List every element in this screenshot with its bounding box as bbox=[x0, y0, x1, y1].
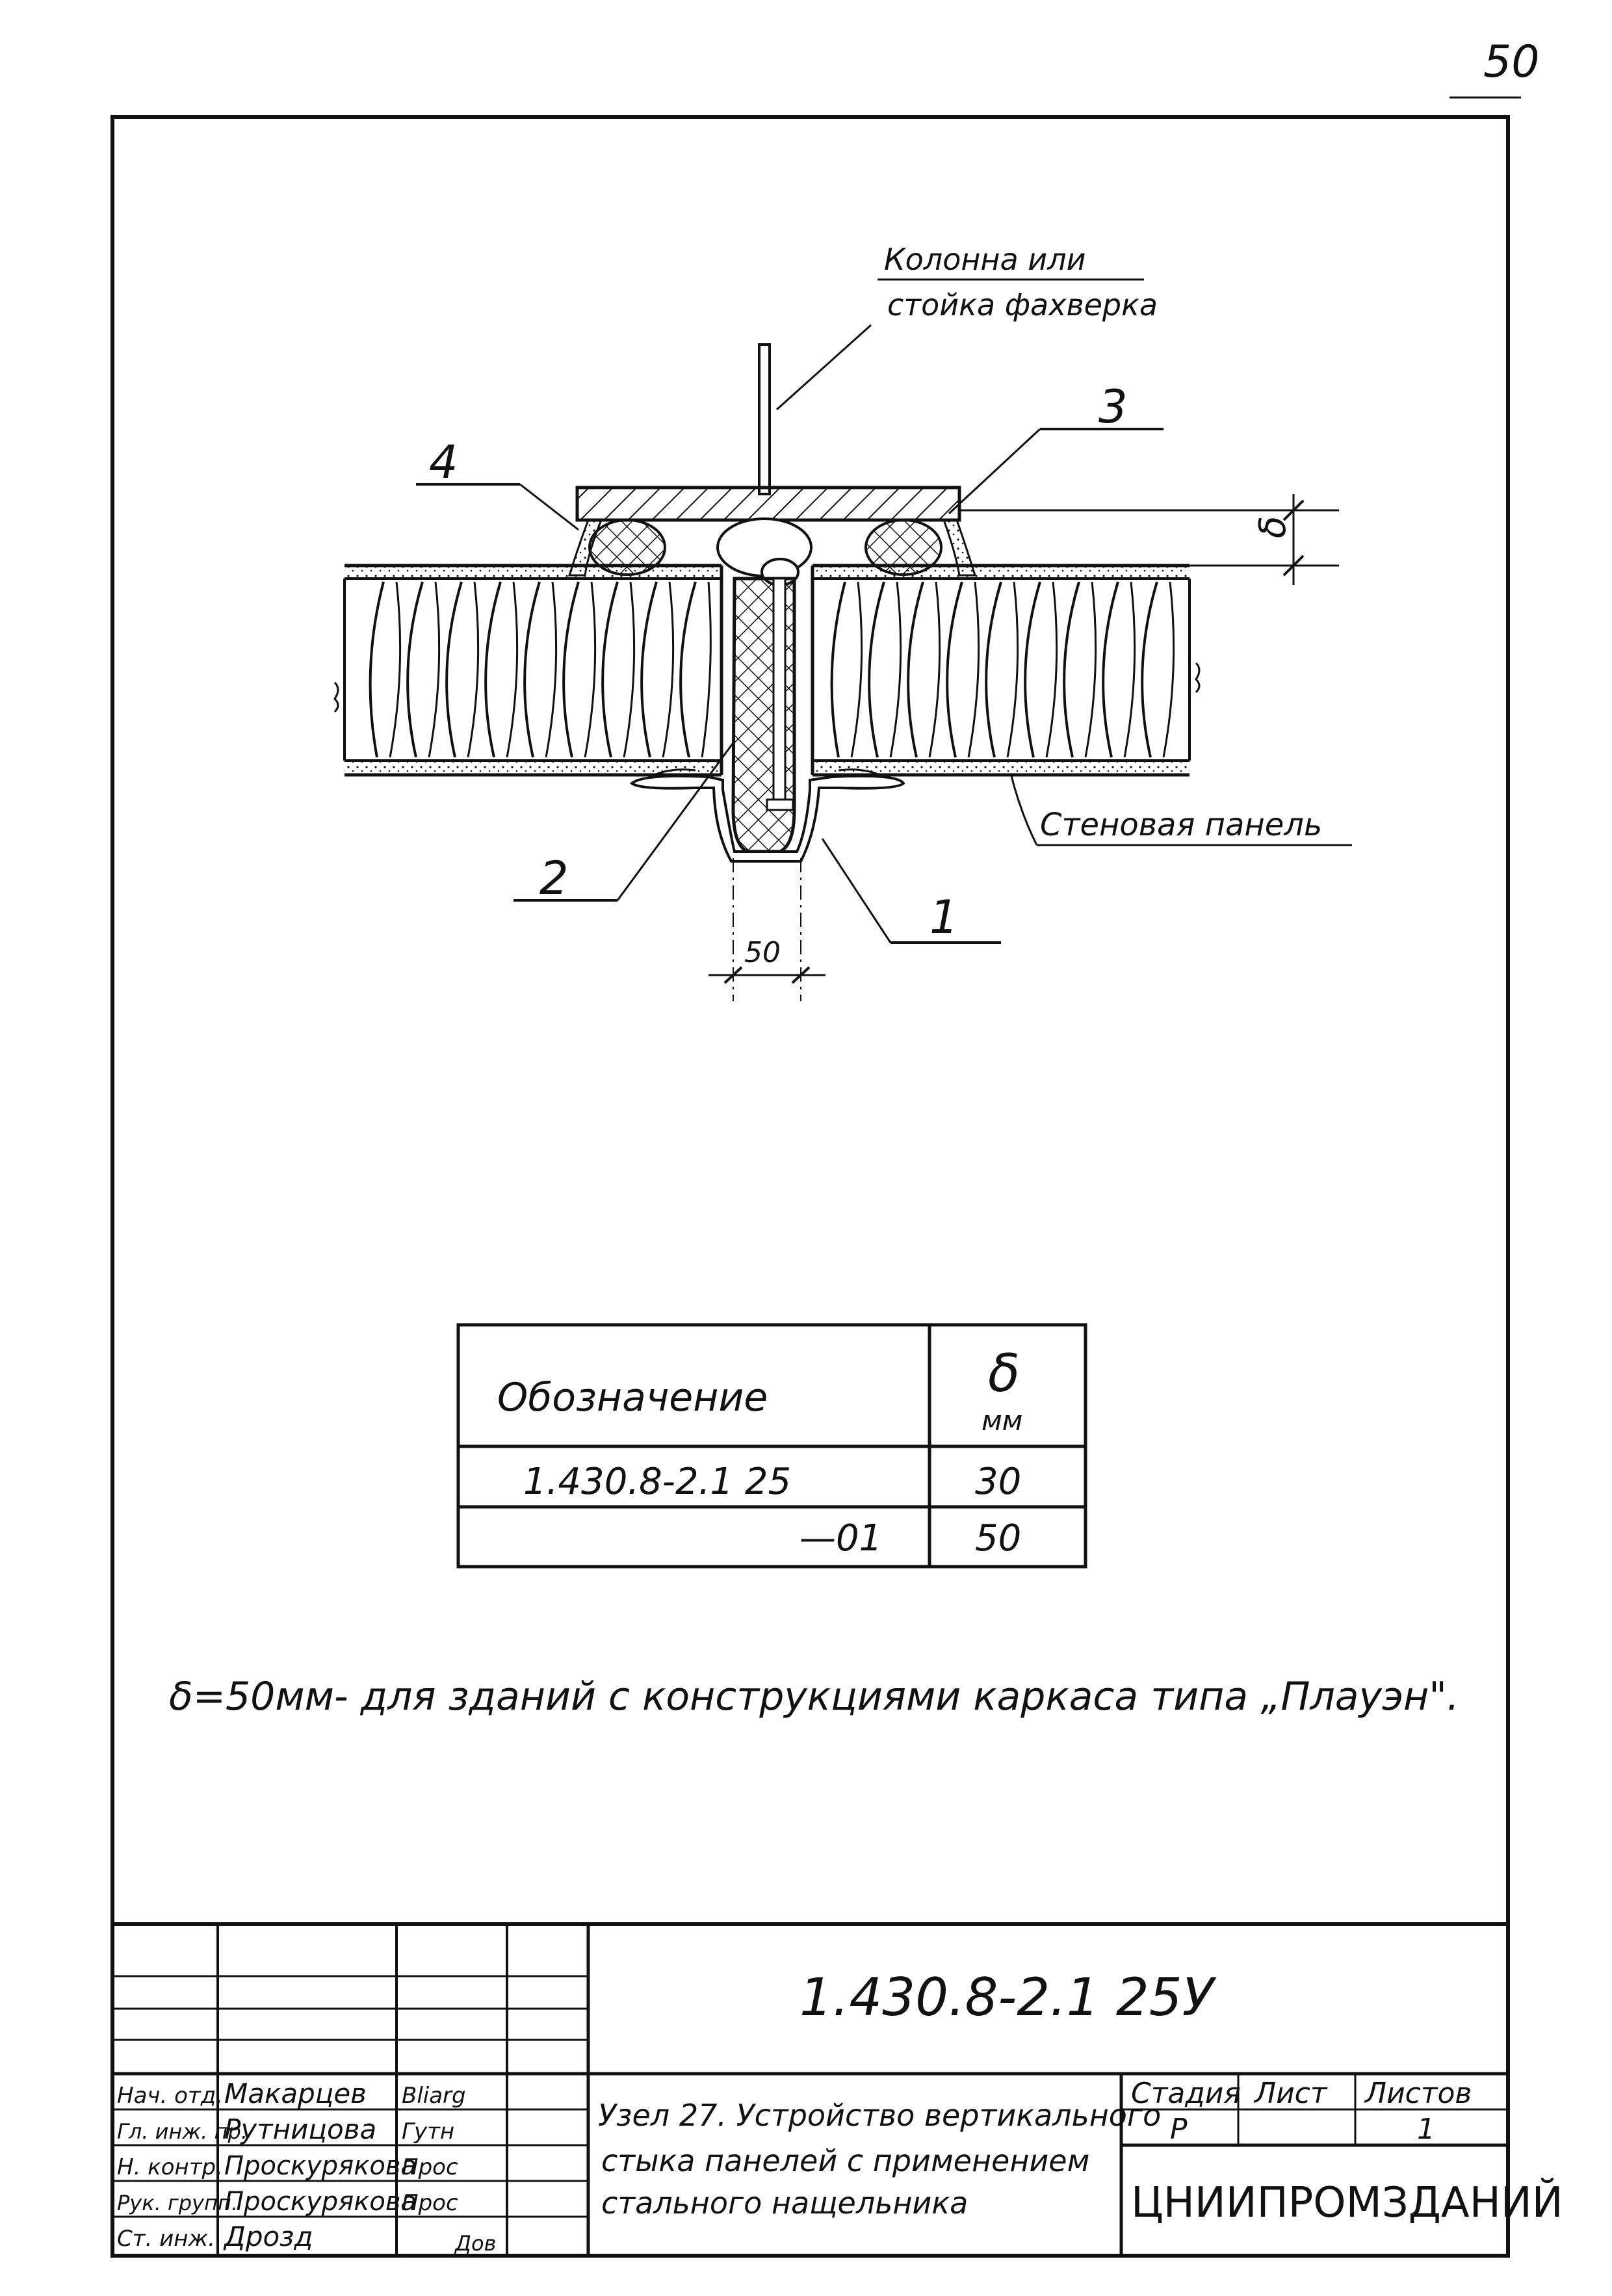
label-column-post: Колонна или стойка фахверка bbox=[775, 242, 1158, 411]
staff-role-5: Ст. инж. bbox=[117, 2226, 215, 2252]
svg-text:2: 2 bbox=[540, 852, 569, 905]
organization: ЦНИИПРОМЗДАНИЙ bbox=[1131, 2178, 1563, 2227]
dimension-delta: δ bbox=[959, 494, 1339, 585]
callout-3: 3 bbox=[948, 380, 1164, 515]
title-block: 1.430.8-2.1 25У Стадия Лист Листов Р 1 Ц… bbox=[112, 1922, 1563, 2256]
steel-strip bbox=[629, 774, 905, 863]
staff-name-2: Рутницова bbox=[224, 2113, 376, 2145]
wall-panel-right bbox=[812, 564, 1201, 777]
sheets-header: Листов bbox=[1364, 2077, 1472, 2110]
callout-1: 1 bbox=[821, 838, 1001, 944]
bolt-shaft bbox=[772, 577, 786, 804]
callout-2: 2 bbox=[514, 740, 736, 905]
cover-plate bbox=[575, 486, 961, 522]
wall-panel-left bbox=[333, 564, 722, 777]
spec-header-unit: мм bbox=[982, 1405, 1022, 1437]
sheets-value: 1 bbox=[1417, 2113, 1435, 2146]
staff-role-4: Рук. групп. bbox=[117, 2191, 238, 2215]
document-code: 1.430.8-2.1 25У bbox=[800, 1967, 1217, 2028]
svg-text:4: 4 bbox=[429, 436, 458, 489]
svg-text:δ: δ bbox=[1252, 516, 1294, 538]
spec-table: Обозначение δ мм 1.430.8-2.1 25 30 —01 5… bbox=[456, 1323, 1087, 1569]
spec-row-2-designation: —01 bbox=[800, 1517, 882, 1559]
page-number: 50 bbox=[1483, 36, 1540, 88]
sheet-header: Лист bbox=[1253, 2077, 1328, 2110]
title-line-2: стыка панелей с применением bbox=[601, 2143, 1089, 2178]
joint-detail-drawing: Колонна или стойка фахверка 3 4 δ bbox=[333, 242, 1352, 1001]
column-web bbox=[758, 343, 771, 495]
svg-text:стойка фахверка: стойка фахверка bbox=[887, 287, 1158, 322]
staff-role-1: Нач. отд. bbox=[117, 2083, 223, 2109]
svg-text:Стеновая панель: Стеновая панель bbox=[1040, 807, 1322, 843]
label-wall-panel: Стеновая панель bbox=[1009, 773, 1352, 846]
svg-text:Колонна или: Колонна или bbox=[884, 242, 1086, 277]
title-line-1: Узел 27. Устройство вертикального bbox=[598, 2098, 1161, 2133]
svg-text:3: 3 bbox=[1098, 380, 1128, 434]
staff-name-5: Дрозд bbox=[223, 2221, 313, 2252]
staff-sign-4: Прос bbox=[402, 2190, 458, 2216]
staff-role-2: Гл. инж. пр. bbox=[117, 2119, 248, 2144]
note-delta: δ=50мм- для зданий с конструкциями карка… bbox=[169, 1674, 1459, 1719]
title-line-3: стального нащельника bbox=[601, 2185, 968, 2221]
staff-sign-5: Дов bbox=[454, 2231, 496, 2256]
svg-text:1: 1 bbox=[930, 891, 959, 944]
stage-value: Р bbox=[1170, 2113, 1188, 2146]
staff-sign-2: Гутн bbox=[402, 2119, 454, 2145]
staff-role-3: Н. контр. bbox=[117, 2154, 223, 2180]
staff-sign-3: Прос bbox=[402, 2154, 458, 2180]
spec-row-1-delta: 30 bbox=[975, 1461, 1021, 1503]
staff-name-3: Проскурякова bbox=[224, 2151, 417, 2181]
dimension-50: 50 bbox=[708, 858, 826, 1001]
staff-name-1: Макарцев bbox=[224, 2078, 367, 2109]
spec-row-2-delta: 50 bbox=[975, 1517, 1021, 1559]
stage-header: Стадия bbox=[1131, 2077, 1241, 2110]
staff-name-4: Проскурякова bbox=[224, 2187, 417, 2217]
svg-text:50: 50 bbox=[744, 936, 781, 969]
callout-4: 4 bbox=[416, 436, 579, 531]
spec-header-delta: δ bbox=[988, 1343, 1020, 1403]
staff-sign-1: Bliarg bbox=[402, 2083, 466, 2109]
sheet-frame bbox=[110, 115, 1510, 2258]
spec-header-designation: Обозначение bbox=[497, 1375, 768, 1420]
spec-row-1-designation: 1.430.8-2.1 25 bbox=[523, 1461, 791, 1503]
